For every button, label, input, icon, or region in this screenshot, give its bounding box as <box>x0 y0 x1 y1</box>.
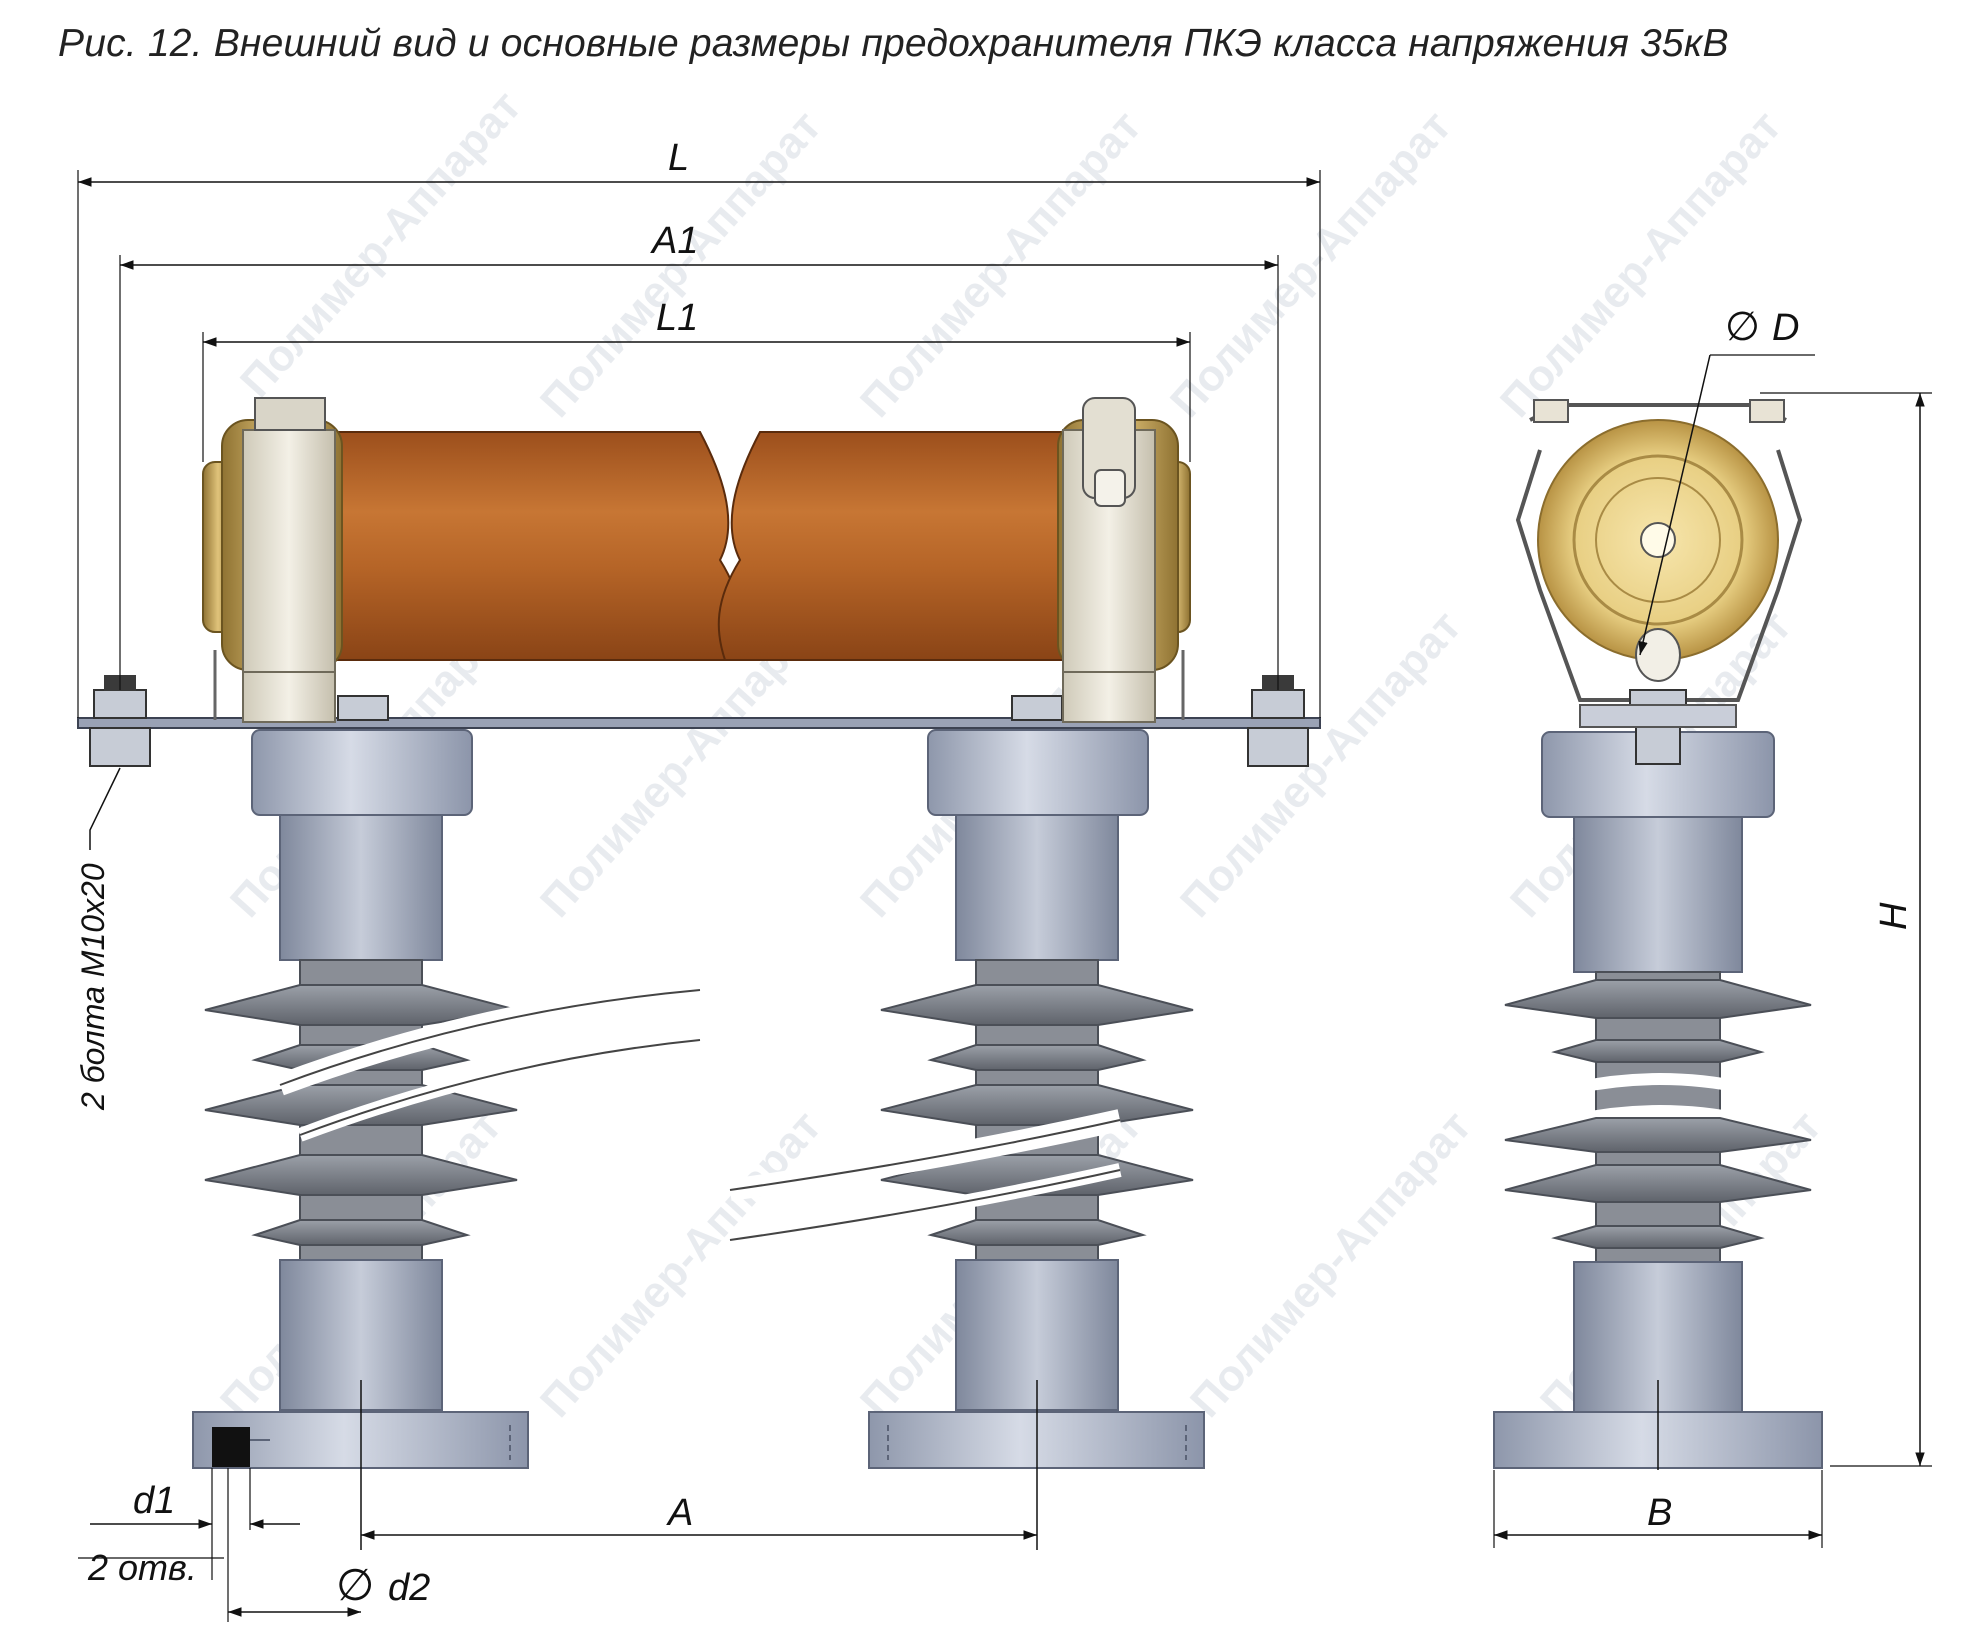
watermark-text: Полимер-Аппарат <box>231 82 531 407</box>
dim-label-B: B <box>1647 1492 1672 1534</box>
figure-caption: Рис. 12. Внешний вид и основные размеры … <box>58 22 1729 65</box>
dim-label-d2: d2 <box>388 1567 430 1609</box>
dim-label-H: H <box>1873 902 1915 930</box>
dim-label-A: A <box>666 1492 693 1534</box>
dim-label-L1: L1 <box>656 297 698 339</box>
fuse-tube <box>329 431 1071 661</box>
watermark-text: Полимер-Аппарат <box>1161 102 1461 427</box>
dimension-labels: L A1 L1 A B ∅ D d1 2 отв. ∅ d2 H 2 болта… <box>75 137 1915 1610</box>
side-view <box>1493 399 1823 1470</box>
dim-label-L: L <box>668 137 689 179</box>
diameter-symbol: ∅ <box>336 1561 374 1610</box>
dimension-lines <box>77 170 1932 1622</box>
right-bolt <box>1247 675 1309 767</box>
watermark-text: Полимер-Аппарат <box>1171 602 1471 927</box>
left-end-cap <box>202 397 343 723</box>
dim-label-d1: d1 <box>133 1480 175 1522</box>
bolts-note: 2 болта М10х20 <box>75 863 111 1111</box>
right-end-cap <box>1057 397 1191 723</box>
front-view <box>77 397 1321 1550</box>
watermark-text: Полимер-Аппарат <box>1181 1102 1481 1427</box>
diameter-symbol: ∅ <box>1725 305 1760 349</box>
left-insulator <box>192 729 529 1469</box>
base-plate <box>77 717 1321 729</box>
holes-note: 2 отв. <box>87 1547 197 1588</box>
watermark-text: Полимер-Аппарат <box>1491 102 1791 427</box>
dim-label-A1: A1 <box>650 220 698 262</box>
dim-label-D: D <box>1772 307 1799 349</box>
watermark-text: Полимер-Аппарат <box>531 1102 831 1427</box>
watermark-text: Полимер-Аппарат <box>851 102 1151 427</box>
